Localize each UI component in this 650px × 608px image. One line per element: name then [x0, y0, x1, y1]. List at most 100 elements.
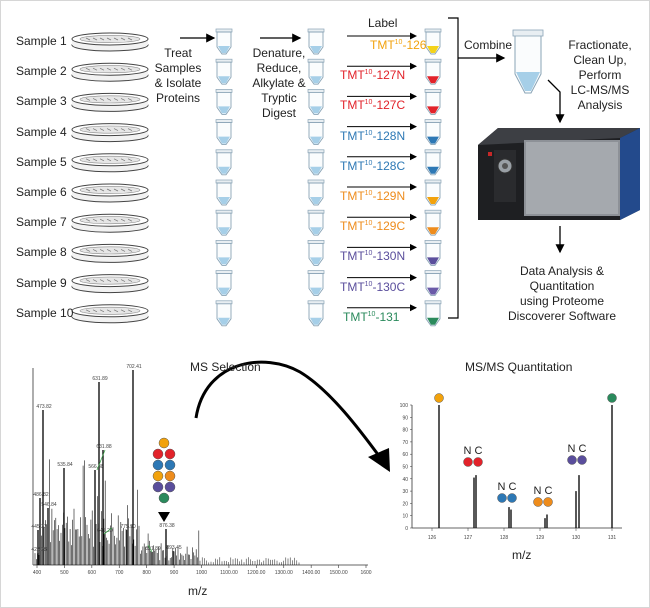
msms-y-tick: 70	[402, 440, 408, 446]
step-combine: Combine	[464, 38, 513, 52]
tube-digest	[307, 58, 325, 85]
ms-x-tick: 1500.00	[330, 570, 348, 576]
combined-tube	[512, 29, 544, 94]
ms-peak-label: 775.90	[120, 524, 136, 530]
nc-label: N C	[534, 485, 553, 497]
msms-x-tick: 130	[572, 535, 581, 541]
tube-labeled	[424, 149, 442, 176]
ion-dot	[152, 448, 164, 460]
ms-peak-label: 876.38	[159, 523, 175, 529]
ms-x-tick: 1000	[196, 570, 207, 576]
msms-y-tick: 10	[402, 514, 408, 520]
ms-x-tick: 1300.00	[275, 570, 293, 576]
msms-title: MS/MS Quantitation	[465, 360, 573, 374]
sample-label: Sample 2	[16, 64, 67, 79]
petri-dish	[71, 304, 149, 324]
tube-digest	[307, 179, 325, 206]
ion-dot	[152, 470, 164, 482]
mass-spectrometer	[478, 128, 640, 220]
tube-sample	[215, 300, 233, 327]
ion-dot	[164, 470, 176, 482]
petri-dish	[71, 32, 149, 52]
msms-x-tick: 126	[428, 535, 437, 541]
peak-dot-131	[607, 393, 617, 403]
sample-label: Sample 9	[16, 275, 67, 290]
msms-y-tick: 90	[402, 415, 408, 421]
tube-digest	[307, 119, 325, 146]
peak-dot	[507, 493, 517, 503]
tube-labeled	[424, 240, 442, 266]
msms-y-tick: 100	[400, 403, 409, 409]
curved-arrow	[194, 360, 384, 461]
tube-sample	[215, 240, 233, 266]
tube-sample	[215, 89, 233, 115]
ms-x-tick: 900	[170, 570, 179, 576]
ms-xlabel: m/z	[188, 584, 208, 598]
tmt-tag-label: TMT10-129N	[340, 189, 406, 203]
ion-dot	[164, 481, 176, 493]
tube-sample	[215, 119, 233, 146]
tmt-tag-label: TMT10-127C	[340, 98, 406, 113]
arrow-to-instrument	[547, 79, 565, 124]
tmt-tag-label: TMT10-126	[370, 38, 427, 52]
tmt-tag-label: TMT10-128N	[340, 128, 406, 143]
ms-peak-label: 445.27	[31, 524, 47, 530]
petri-dish	[71, 123, 149, 143]
msms-y-tick: 40	[402, 477, 408, 483]
ms-x-tick: 1200.00	[247, 570, 265, 576]
sample-label: Sample 4	[16, 124, 67, 139]
ms-x-tick: 1100.00	[220, 570, 238, 576]
ms-peak-label: 631.89	[92, 376, 108, 382]
peak-dot	[533, 497, 543, 507]
ms-x-tick: 800	[142, 570, 151, 576]
msms-x-tick: 128	[500, 535, 509, 541]
tmt-tag-label: TMT10-129C	[340, 219, 406, 234]
petri-dish	[71, 213, 149, 233]
ms-x-tick: 700	[115, 570, 124, 576]
ion-dot	[152, 459, 164, 471]
tube-digest	[307, 300, 325, 327]
peak-dot	[577, 455, 587, 465]
tube-labeled	[424, 209, 442, 236]
sample-label: Sample 10	[16, 305, 74, 320]
ms-peak-label: 566.38	[88, 464, 104, 470]
tmt-tag-label: TMT10-130N	[340, 249, 406, 264]
ion-dot	[164, 459, 176, 471]
ion-dot	[158, 437, 170, 449]
tube-sample	[215, 179, 233, 206]
msms-y-tick: 0	[405, 526, 408, 532]
sample-label: Sample 5	[16, 154, 67, 169]
tube-digest	[307, 28, 325, 55]
petri-dish	[71, 92, 149, 112]
msms-x-tick: 129	[536, 535, 545, 541]
tube-sample	[215, 149, 233, 176]
ms-highlight-line	[96, 449, 106, 471]
tube-labeled	[424, 89, 442, 115]
msms-y-tick: 20	[402, 501, 408, 507]
petri-dish	[71, 274, 149, 294]
tmt-tag-label: TMT10-130C	[340, 279, 406, 294]
sample-label: Sample 1	[16, 34, 67, 48]
tube-digest	[307, 89, 325, 115]
ms-x-tick: 400	[33, 570, 42, 576]
msms-x-tick: 131	[608, 535, 617, 541]
combine-bracket	[448, 17, 459, 319]
tube-sample	[215, 209, 233, 236]
tube-digest	[307, 270, 325, 297]
curved-arrow-head	[368, 448, 390, 472]
peak-dot	[473, 457, 483, 467]
sample-label: Sample 7	[16, 215, 67, 230]
sample-label: Sample 3	[16, 94, 67, 109]
nc-label: N C	[568, 443, 587, 455]
msms-y-tick: 30	[402, 489, 408, 495]
msms-y-tick: 60	[402, 452, 408, 458]
petri-dish	[71, 243, 149, 263]
petri-dish	[71, 62, 149, 82]
ms-peak-label: 473.82	[36, 404, 52, 410]
peak-dot	[463, 457, 473, 467]
